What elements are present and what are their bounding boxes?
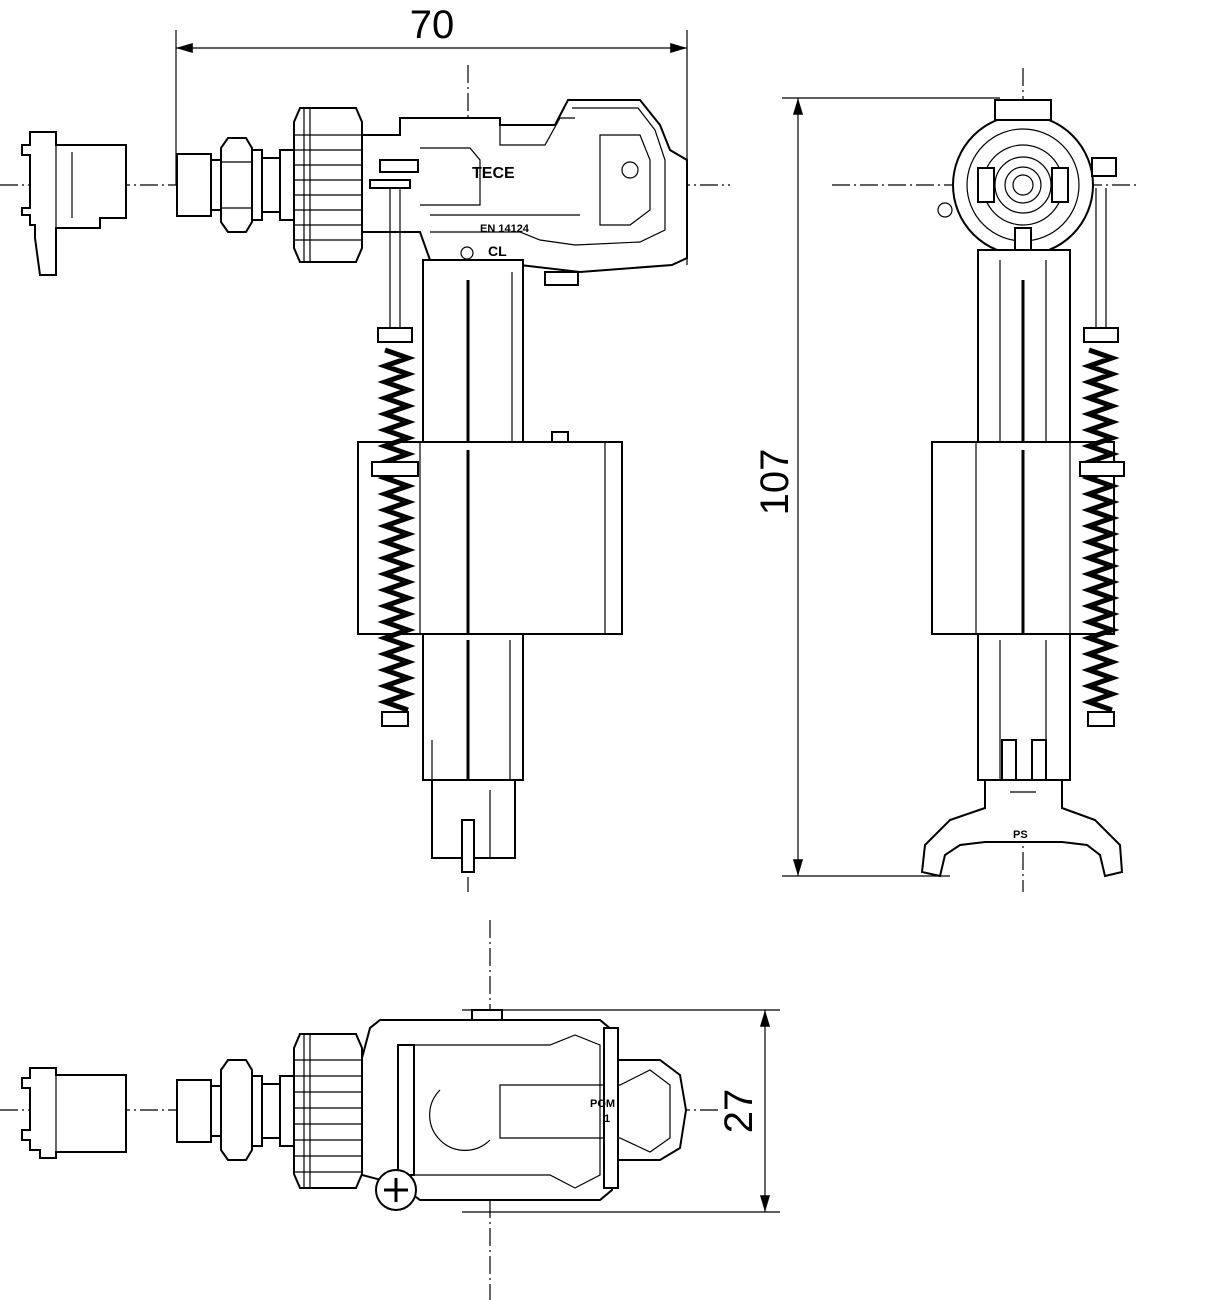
side-lower xyxy=(920,633,1124,878)
adjustment-screw xyxy=(375,1169,417,1211)
knurled-nut xyxy=(293,107,363,263)
adjustment-rod xyxy=(371,188,419,727)
riser-tube xyxy=(422,259,524,443)
brand-logo: TECE xyxy=(472,165,515,182)
height-dimension: 107 xyxy=(753,97,1000,877)
width-dimension: 70 xyxy=(175,3,688,265)
bottom-body xyxy=(361,1009,688,1201)
valve-head xyxy=(361,99,688,286)
bottom-view: 27 xyxy=(0,920,780,1300)
side-stem xyxy=(977,249,1071,443)
side-adjustment-rod xyxy=(1079,188,1125,727)
height-dimension-label: 107 xyxy=(753,449,797,516)
bottom-knurled-nut xyxy=(293,1033,363,1189)
standard-marking: EN 14124 xyxy=(480,223,530,235)
class-marking: CL xyxy=(488,243,507,259)
detached-cap xyxy=(21,131,127,276)
bottom-connector xyxy=(176,1059,295,1161)
lower-tube xyxy=(422,633,524,873)
bottom-cap xyxy=(21,1067,127,1159)
bottom-material-marking: POM xyxy=(590,1098,615,1110)
width-dimension-label: 70 xyxy=(410,3,455,47)
side-material-marking: PS xyxy=(1013,829,1028,841)
side-view: 107 xyxy=(753,68,1140,892)
bottom-height-dimension-label: 27 xyxy=(717,1089,761,1134)
side-head xyxy=(937,99,1117,273)
bottom-height-dimension: 27 xyxy=(462,1009,780,1213)
inlet-connector xyxy=(176,137,295,233)
bottom-material-sub-marking: 1 xyxy=(604,1113,610,1125)
front-view: 70 xyxy=(0,3,730,892)
